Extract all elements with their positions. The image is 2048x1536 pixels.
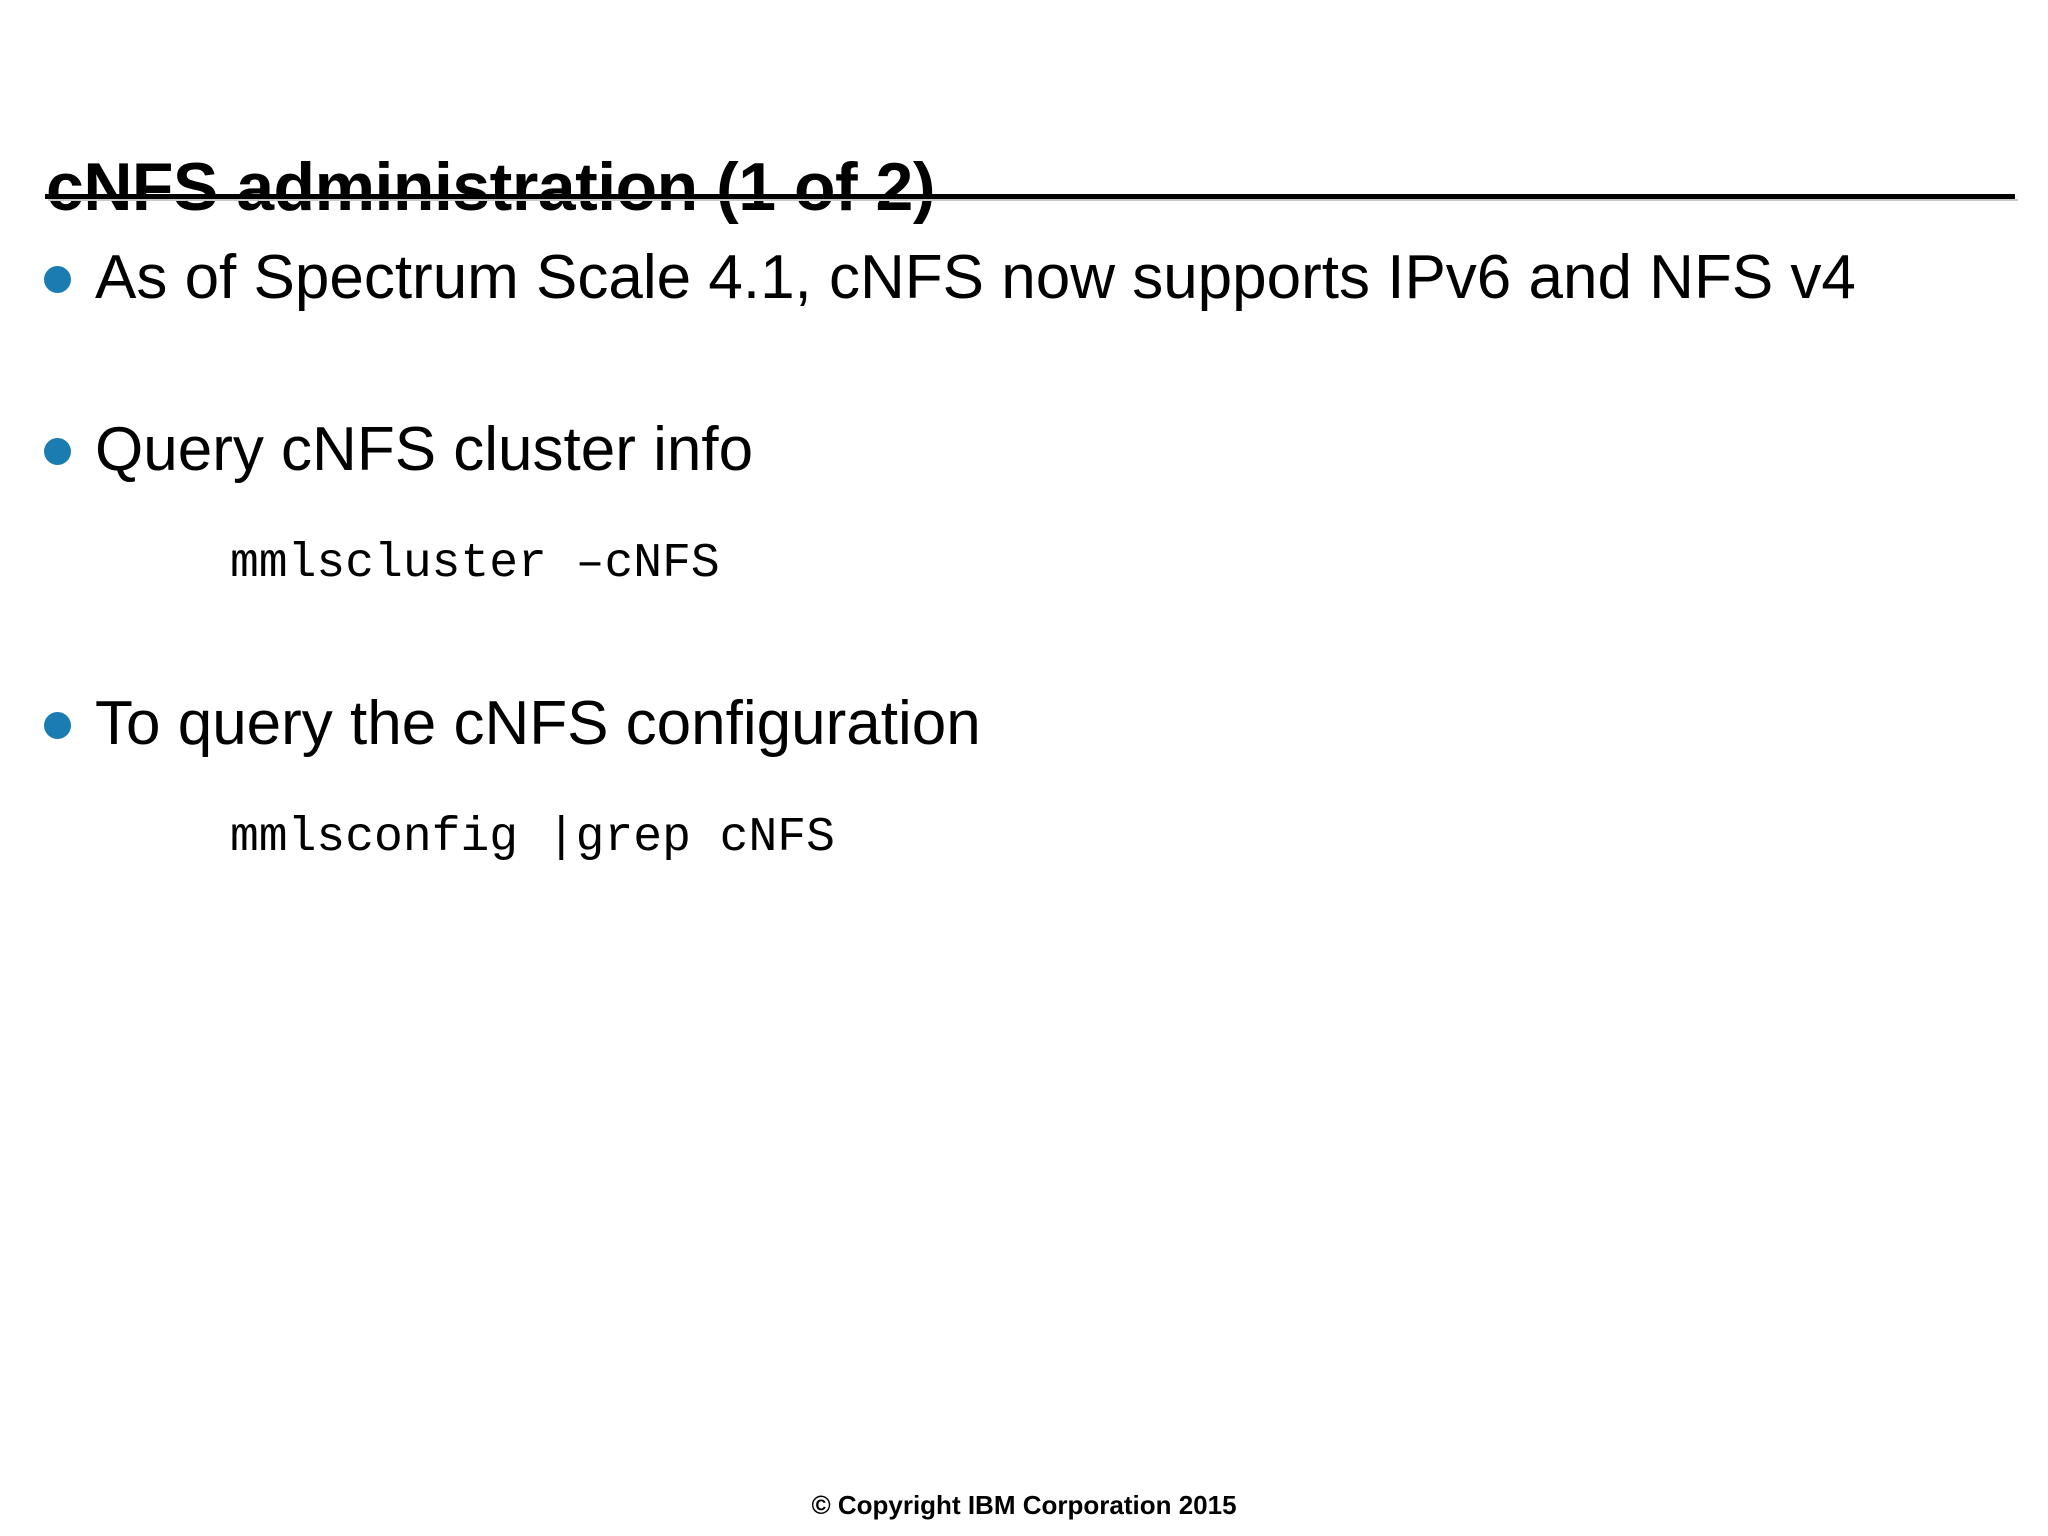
title-divider bbox=[45, 194, 2015, 199]
footer-copyright: © Copyright IBM Corporation 2015 bbox=[811, 1490, 1237, 1520]
spacer bbox=[0, 320, 2048, 408]
spacer bbox=[0, 492, 2048, 534]
list-item: To query the cNFS configuration bbox=[0, 682, 2048, 766]
title-divider-shadow bbox=[48, 199, 2018, 201]
list-item: As of Spectrum Scale 4.1, cNFS now suppo… bbox=[0, 236, 2048, 320]
bullet-dot-icon bbox=[44, 712, 71, 739]
code-snippet: mmlscluster –cNFS bbox=[230, 537, 720, 591]
bullet-text: Query cNFS cluster info bbox=[95, 415, 754, 484]
bullet-dot-icon bbox=[44, 438, 71, 465]
code-snippet: mmlsconfig |grep cNFS bbox=[230, 811, 835, 865]
spacer bbox=[0, 766, 2048, 808]
bullet-text: To query the cNFS configuration bbox=[95, 689, 981, 758]
slide-body: As of Spectrum Scale 4.1, cNFS now suppo… bbox=[0, 236, 2048, 868]
page-title: cNFS administration (1 of 2) bbox=[46, 148, 936, 225]
list-item: Query cNFS cluster info bbox=[0, 408, 2048, 492]
spacer bbox=[0, 594, 2048, 682]
bullet-text: As of Spectrum Scale 4.1, cNFS now suppo… bbox=[95, 243, 1856, 312]
bullet-dot-icon bbox=[44, 266, 71, 293]
